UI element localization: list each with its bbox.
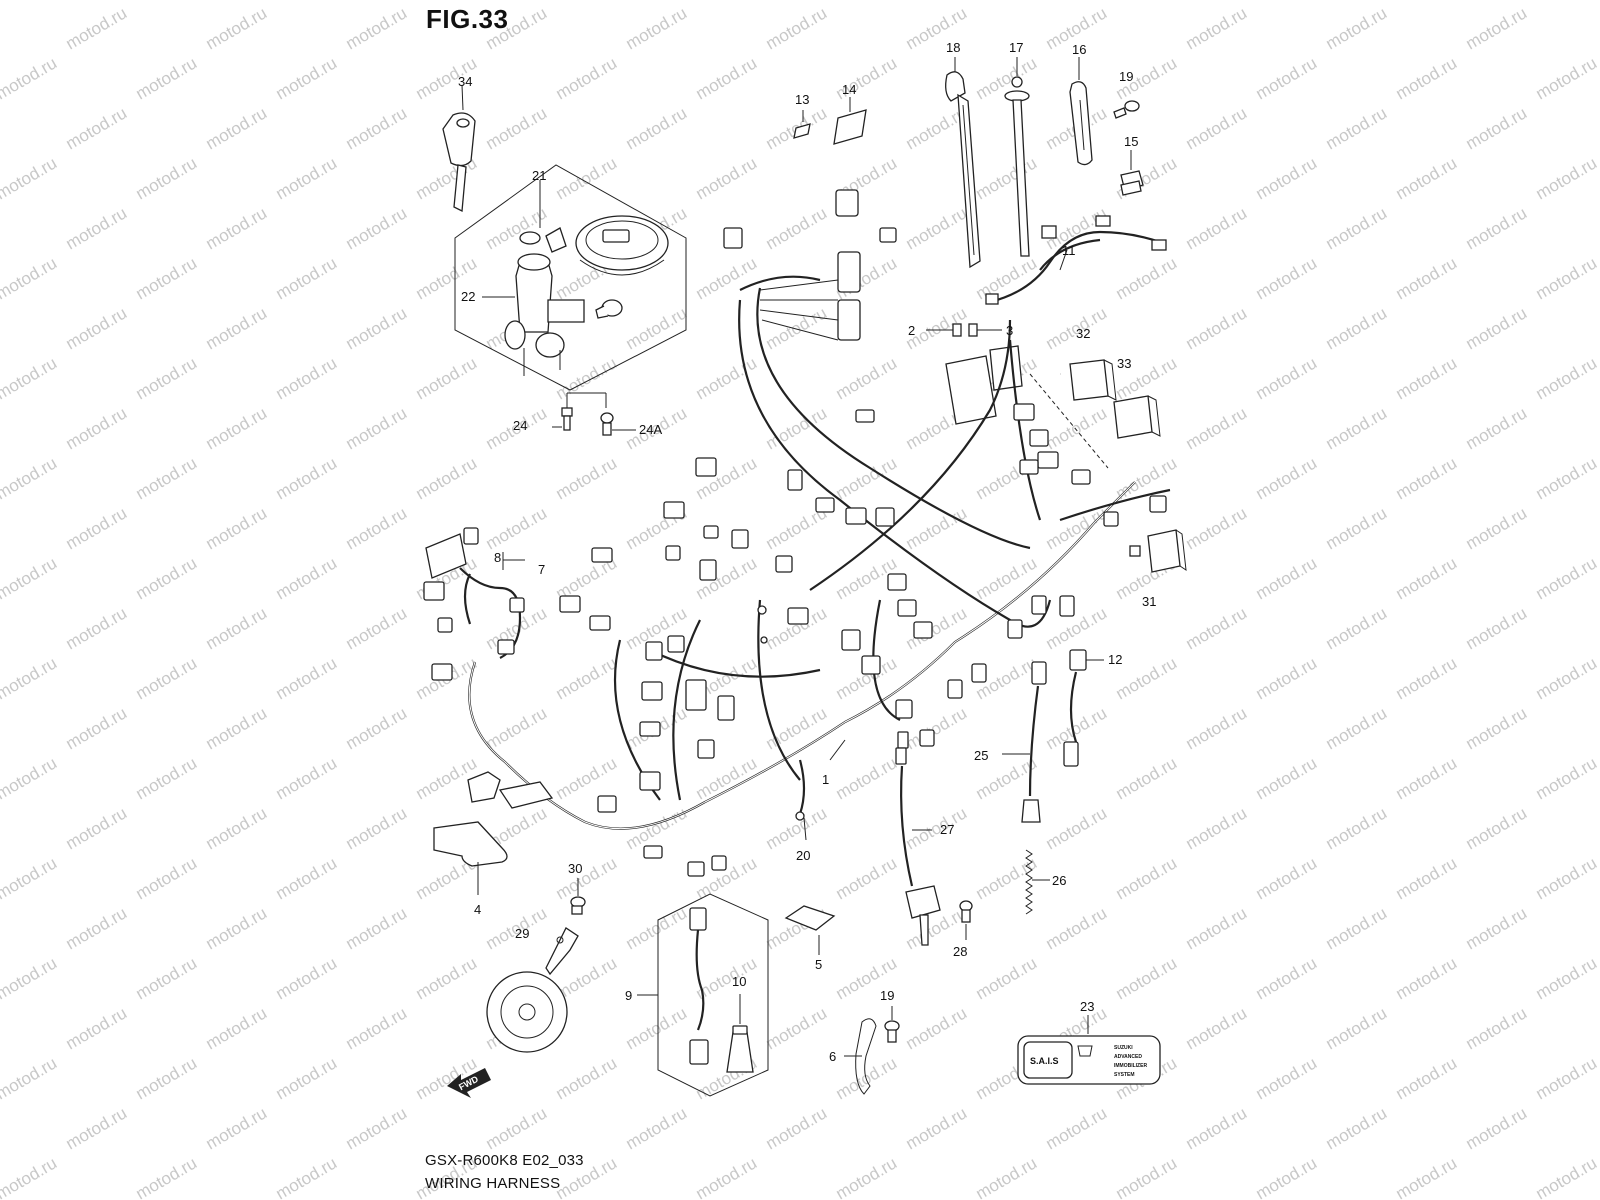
label-19-bottom: 19 bbox=[880, 988, 894, 1003]
decal-sais-text: S.A.I.S bbox=[1030, 1056, 1059, 1066]
decal-line-2: ADVANCED bbox=[1114, 1054, 1142, 1060]
ground-wire-part-20 bbox=[795, 759, 807, 841]
label-30: 30 bbox=[568, 861, 582, 876]
relay-part-31 bbox=[1129, 529, 1187, 573]
harness-connectors bbox=[559, 403, 1167, 877]
decal-line-1: SUZUKI bbox=[1114, 1045, 1133, 1051]
label-34: 34 bbox=[458, 74, 472, 89]
label-31: 31 bbox=[1142, 594, 1156, 609]
part-labels: 34 21 22 24 24A 13 14 18 17 16 19 15 11 … bbox=[457, 40, 1156, 1092]
fuse-part-3 bbox=[968, 323, 1002, 337]
label-33: 33 bbox=[1117, 356, 1131, 371]
cover-part-4 bbox=[433, 771, 554, 895]
label-5: 5 bbox=[815, 957, 822, 972]
label-32: 32 bbox=[1076, 326, 1090, 341]
figure-title: FIG.33 bbox=[426, 4, 509, 34]
label-10: 10 bbox=[732, 974, 746, 989]
clamp-part-18 bbox=[945, 57, 981, 269]
label-13: 13 bbox=[795, 92, 809, 107]
label-1: 1 bbox=[822, 772, 829, 787]
label-28: 28 bbox=[953, 944, 967, 959]
label-7: 7 bbox=[538, 562, 545, 577]
sub-harness-part-9 bbox=[637, 893, 769, 1097]
label-15: 15 bbox=[1124, 134, 1138, 149]
label-14: 14 bbox=[842, 82, 856, 97]
bolt-part-30 bbox=[570, 878, 586, 915]
clamp-part-17 bbox=[1004, 57, 1030, 257]
label-18: 18 bbox=[946, 40, 960, 55]
decal-line-4: SYSTEM bbox=[1114, 1072, 1135, 1078]
label-25: 25 bbox=[974, 748, 988, 763]
horn-part-29 bbox=[486, 927, 579, 1053]
label-21: 21 bbox=[532, 168, 546, 183]
label-22: 22 bbox=[461, 289, 475, 304]
label-19-top: 19 bbox=[1119, 69, 1133, 84]
label-26: 26 bbox=[1052, 873, 1066, 888]
clamp-part-16 bbox=[1069, 57, 1093, 166]
fuse-part-2 bbox=[926, 323, 962, 337]
spring-part-26 bbox=[1025, 849, 1050, 915]
fwd-arrow bbox=[447, 1068, 491, 1098]
label-11: 11 bbox=[1062, 243, 1076, 258]
ignition-lock-set-part-21 bbox=[454, 164, 687, 391]
label-8: 8 bbox=[494, 550, 501, 565]
relay-part-32 bbox=[1069, 359, 1117, 401]
decal-line-3: IMMOBILIZER bbox=[1114, 1063, 1147, 1069]
label-20: 20 bbox=[796, 848, 810, 863]
bolt-part-19-bottom bbox=[884, 1006, 900, 1043]
label-6: 6 bbox=[829, 1049, 836, 1064]
bolt-part-24 bbox=[552, 392, 607, 431]
label-3: 3 bbox=[1006, 323, 1013, 338]
label-12: 12 bbox=[1108, 652, 1122, 667]
label-24a: 24A bbox=[639, 422, 662, 437]
label-16: 16 bbox=[1072, 42, 1086, 57]
bracket-part-6 bbox=[844, 1018, 877, 1095]
key-part-34 bbox=[442, 84, 476, 213]
tape-part-14 bbox=[833, 97, 867, 145]
cap-part-10 bbox=[726, 994, 754, 1073]
relay-part-33 bbox=[1113, 395, 1161, 439]
sensor-part-25 bbox=[1002, 661, 1047, 823]
wire-part-12 bbox=[1063, 649, 1104, 767]
label-24: 24 bbox=[513, 418, 527, 433]
label-17: 17 bbox=[1009, 40, 1023, 55]
label-2: 2 bbox=[908, 323, 915, 338]
label-29: 29 bbox=[515, 926, 529, 941]
clip-part-15 bbox=[1120, 150, 1144, 196]
label-27: 27 bbox=[940, 822, 954, 837]
decal-part-23: S.A.I.S SUZUKI ADVANCED IMMOBILIZER SYST… bbox=[1017, 1015, 1161, 1085]
bolt-part-19-top bbox=[1113, 100, 1140, 119]
sub-harness-part-11 bbox=[985, 215, 1167, 305]
sub-harness-part-7 bbox=[423, 527, 525, 681]
tape-part-5 bbox=[784, 905, 836, 955]
diagram-title: WIRING HARNESS bbox=[425, 1175, 561, 1192]
bolt-part-24a bbox=[600, 412, 636, 436]
switch-part-27 bbox=[895, 747, 941, 946]
label-9: 9 bbox=[625, 988, 632, 1003]
model-code: GSX-R600K8 E02_033 bbox=[425, 1152, 584, 1169]
label-23: 23 bbox=[1080, 999, 1094, 1014]
tape-part-13 bbox=[793, 110, 811, 139]
bolt-part-28 bbox=[959, 900, 973, 940]
label-4: 4 bbox=[474, 902, 481, 917]
main-harness-part-1 bbox=[468, 189, 1171, 830]
